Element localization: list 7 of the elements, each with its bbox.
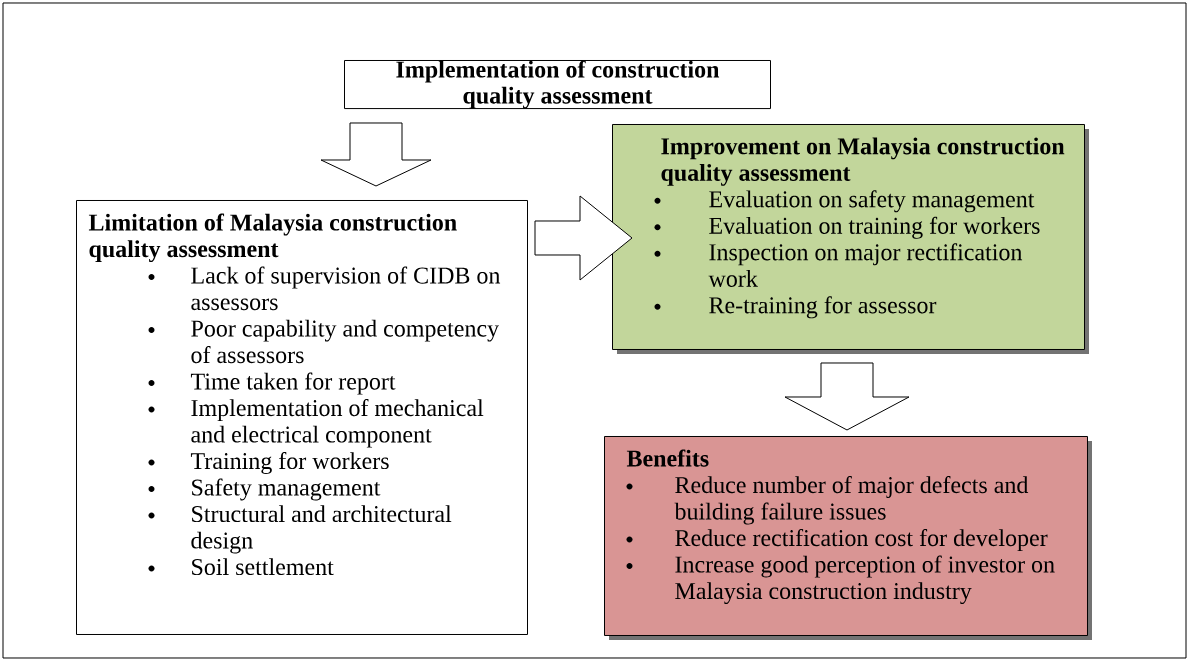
list-box: Limitation of Malaysia construction quality assessment Lack of supervision of CIDB on assessors Poor capability and competency of assessors Time taken for report Implementation of mechanical and electrical component Training for workers Safety management Structural and architectural design Soil settlement (76, 200, 528, 635)
list-box: Benefits Reduce number of major defects and building failure issues Reduce rectification cost for developer Increase good perception of investor on Malaysia construction industry (604, 436, 1092, 640)
block-arrow (534, 195, 633, 281)
block-arrow (320, 122, 432, 187)
list-box: Improvement on Malaysia construction quality assessment Evaluation on safety management Evaluation on training for workers Inspection on major rectification work Re-training for assessor (612, 124, 1089, 354)
block-arrow (784, 362, 910, 431)
title-box: Implementation of construction quality assessment (344, 60, 771, 110)
